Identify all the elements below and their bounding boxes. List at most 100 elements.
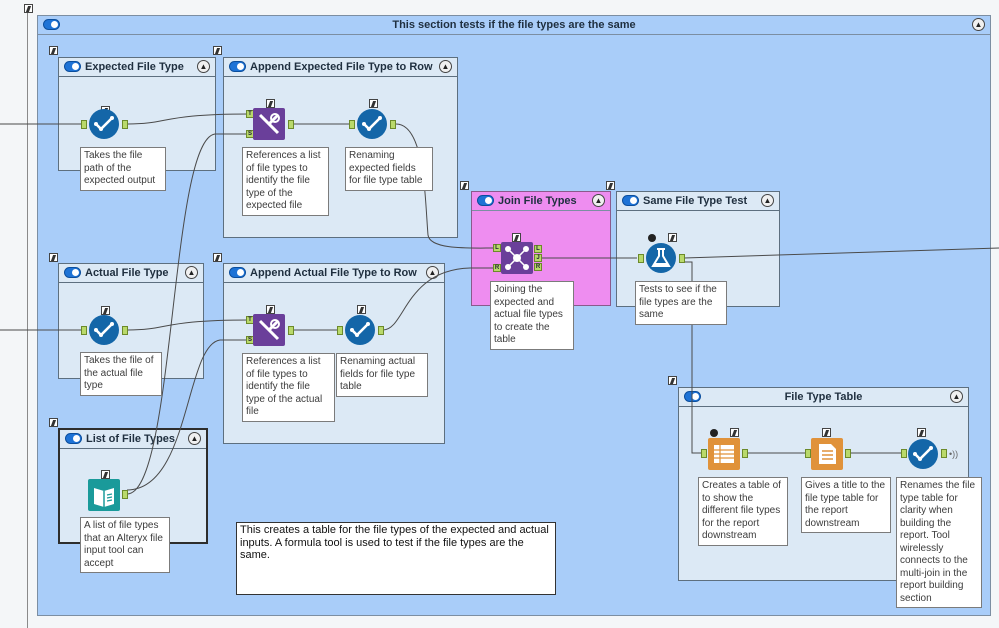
annotation-list-files: A list of file types that an Alteryx fil… (80, 517, 170, 573)
container-title: This section tests if the file types are… (392, 19, 636, 31)
test-tool[interactable] (645, 242, 677, 274)
join-tool[interactable] (501, 242, 533, 274)
container-toggle[interactable] (65, 433, 82, 444)
select-tool-expected[interactable] (88, 108, 120, 140)
outer-container-header[interactable]: This section tests if the file types are… (38, 16, 990, 35)
annotation-append-actual: References a list of file types to ident… (242, 353, 335, 422)
bolt-icon (357, 305, 366, 314)
bolt-icon (49, 46, 58, 55)
append-fields-tool-expected[interactable] (253, 108, 285, 140)
comment-box[interactable]: This creates a table for the file types … (236, 522, 556, 595)
annotation-table-title: Gives a title to the file type table for… (801, 477, 891, 533)
container-header: Append Expected File Type to Row ▲ (224, 58, 457, 77)
output-port[interactable] (941, 449, 947, 458)
wireless-connection-icon: •)) (949, 449, 959, 459)
bolt-icon (822, 428, 831, 437)
input-port[interactable] (81, 120, 87, 129)
output-port[interactable] (288, 326, 294, 335)
collapse-icon[interactable]: ▲ (950, 390, 963, 403)
annotation-actual-file: Takes the file of the actual file type (80, 352, 162, 396)
append-fields-tool-actual[interactable] (253, 314, 285, 346)
container-title: File Type Table (784, 391, 863, 403)
output-port[interactable] (679, 254, 685, 263)
select-tool-rename-table[interactable] (907, 438, 939, 470)
container-header: File Type Table ▲ (679, 388, 968, 407)
bolt-icon (512, 233, 521, 242)
bolt-icon (24, 4, 33, 13)
bolt-icon (101, 470, 110, 479)
annotation-test: Tests to see if the file types are the s… (635, 281, 727, 325)
container-toggle[interactable] (64, 61, 81, 72)
container-toggle[interactable] (64, 267, 81, 278)
bolt-icon (213, 253, 222, 262)
bolt-icon (101, 306, 110, 315)
container-toggle[interactable] (477, 195, 494, 206)
bolt-icon (49, 418, 58, 427)
container-header: Same File Type Test ▲ (617, 192, 779, 211)
collapse-icon[interactable]: ▲ (439, 60, 452, 73)
annotation-table-create: Creates a table of to show the different… (698, 477, 788, 546)
output-port[interactable] (122, 490, 128, 499)
select-tool-actual[interactable] (88, 314, 120, 346)
bolt-icon (606, 181, 615, 190)
output-port[interactable] (288, 120, 294, 129)
output-port[interactable] (845, 449, 851, 458)
annotation-rename-actual: Renaming actual fields for file type tab… (336, 353, 428, 397)
right-input-port[interactable]: R (493, 264, 501, 272)
canvas-divider (27, 10, 28, 628)
annotation-expected-path: Takes the file path of the expected outp… (80, 147, 166, 191)
output-port[interactable] (390, 120, 396, 129)
container-toggle[interactable] (229, 61, 246, 72)
container-header: Join File Types ▲ (472, 192, 610, 211)
annotation-table-rename: Renames the file type table for clarity … (896, 477, 982, 608)
table-tool[interactable] (708, 438, 740, 470)
input-port[interactable] (805, 449, 811, 458)
select-tool-rename-actual[interactable] (344, 314, 376, 346)
cache-indicator-icon (648, 234, 656, 242)
cache-indicator-icon (710, 429, 718, 437)
container-title: Join File Types (498, 195, 577, 207)
left-input-port[interactable]: L (493, 244, 501, 252)
bolt-icon (917, 428, 926, 437)
collapse-icon[interactable]: ▲ (197, 60, 210, 73)
bolt-icon (266, 99, 275, 108)
container-toggle[interactable] (229, 267, 246, 278)
output-port[interactable] (378, 326, 384, 335)
left-output-port[interactable]: L (534, 245, 542, 253)
bolt-icon (266, 305, 275, 314)
output-port[interactable] (122, 120, 128, 129)
input-port[interactable] (337, 326, 343, 335)
annotation-join: Joining the expected and actual file typ… (490, 281, 574, 350)
container-title: Expected File Type (85, 61, 184, 73)
input-port[interactable] (701, 449, 707, 458)
input-port[interactable] (901, 449, 907, 458)
bolt-icon (460, 181, 469, 190)
collapse-icon[interactable]: ▲ (761, 194, 774, 207)
container-title: Actual File Type (85, 267, 169, 279)
input-port[interactable] (349, 120, 355, 129)
right-output-port[interactable]: R (534, 263, 542, 271)
select-tool-rename-expected[interactable] (356, 108, 388, 140)
bolt-icon (369, 99, 378, 108)
container-toggle[interactable] (43, 19, 60, 30)
input-port[interactable] (81, 326, 87, 335)
container-toggle[interactable] (622, 195, 639, 206)
collapse-icon[interactable]: ▲ (592, 194, 605, 207)
collapse-icon[interactable]: ▲ (188, 432, 201, 445)
container-header: Expected File Type ▲ (59, 58, 215, 77)
output-port[interactable] (742, 449, 748, 458)
collapse-icon[interactable]: ▲ (972, 18, 985, 31)
output-port[interactable] (122, 326, 128, 335)
container-header: Append Actual File Type to Row ▲ (224, 264, 444, 283)
bolt-icon (49, 253, 58, 262)
input-port[interactable] (638, 254, 644, 263)
join-output-port[interactable]: J (534, 254, 542, 262)
container-title: Same File Type Test (643, 195, 748, 207)
collapse-icon[interactable]: ▲ (185, 266, 198, 279)
text-input-tool[interactable] (88, 479, 120, 511)
container-header: List of File Types ▲ (60, 430, 206, 449)
annotation-append-expected: References a list of file types to ident… (242, 147, 329, 216)
bolt-icon (730, 428, 739, 437)
report-text-tool[interactable] (811, 438, 843, 470)
